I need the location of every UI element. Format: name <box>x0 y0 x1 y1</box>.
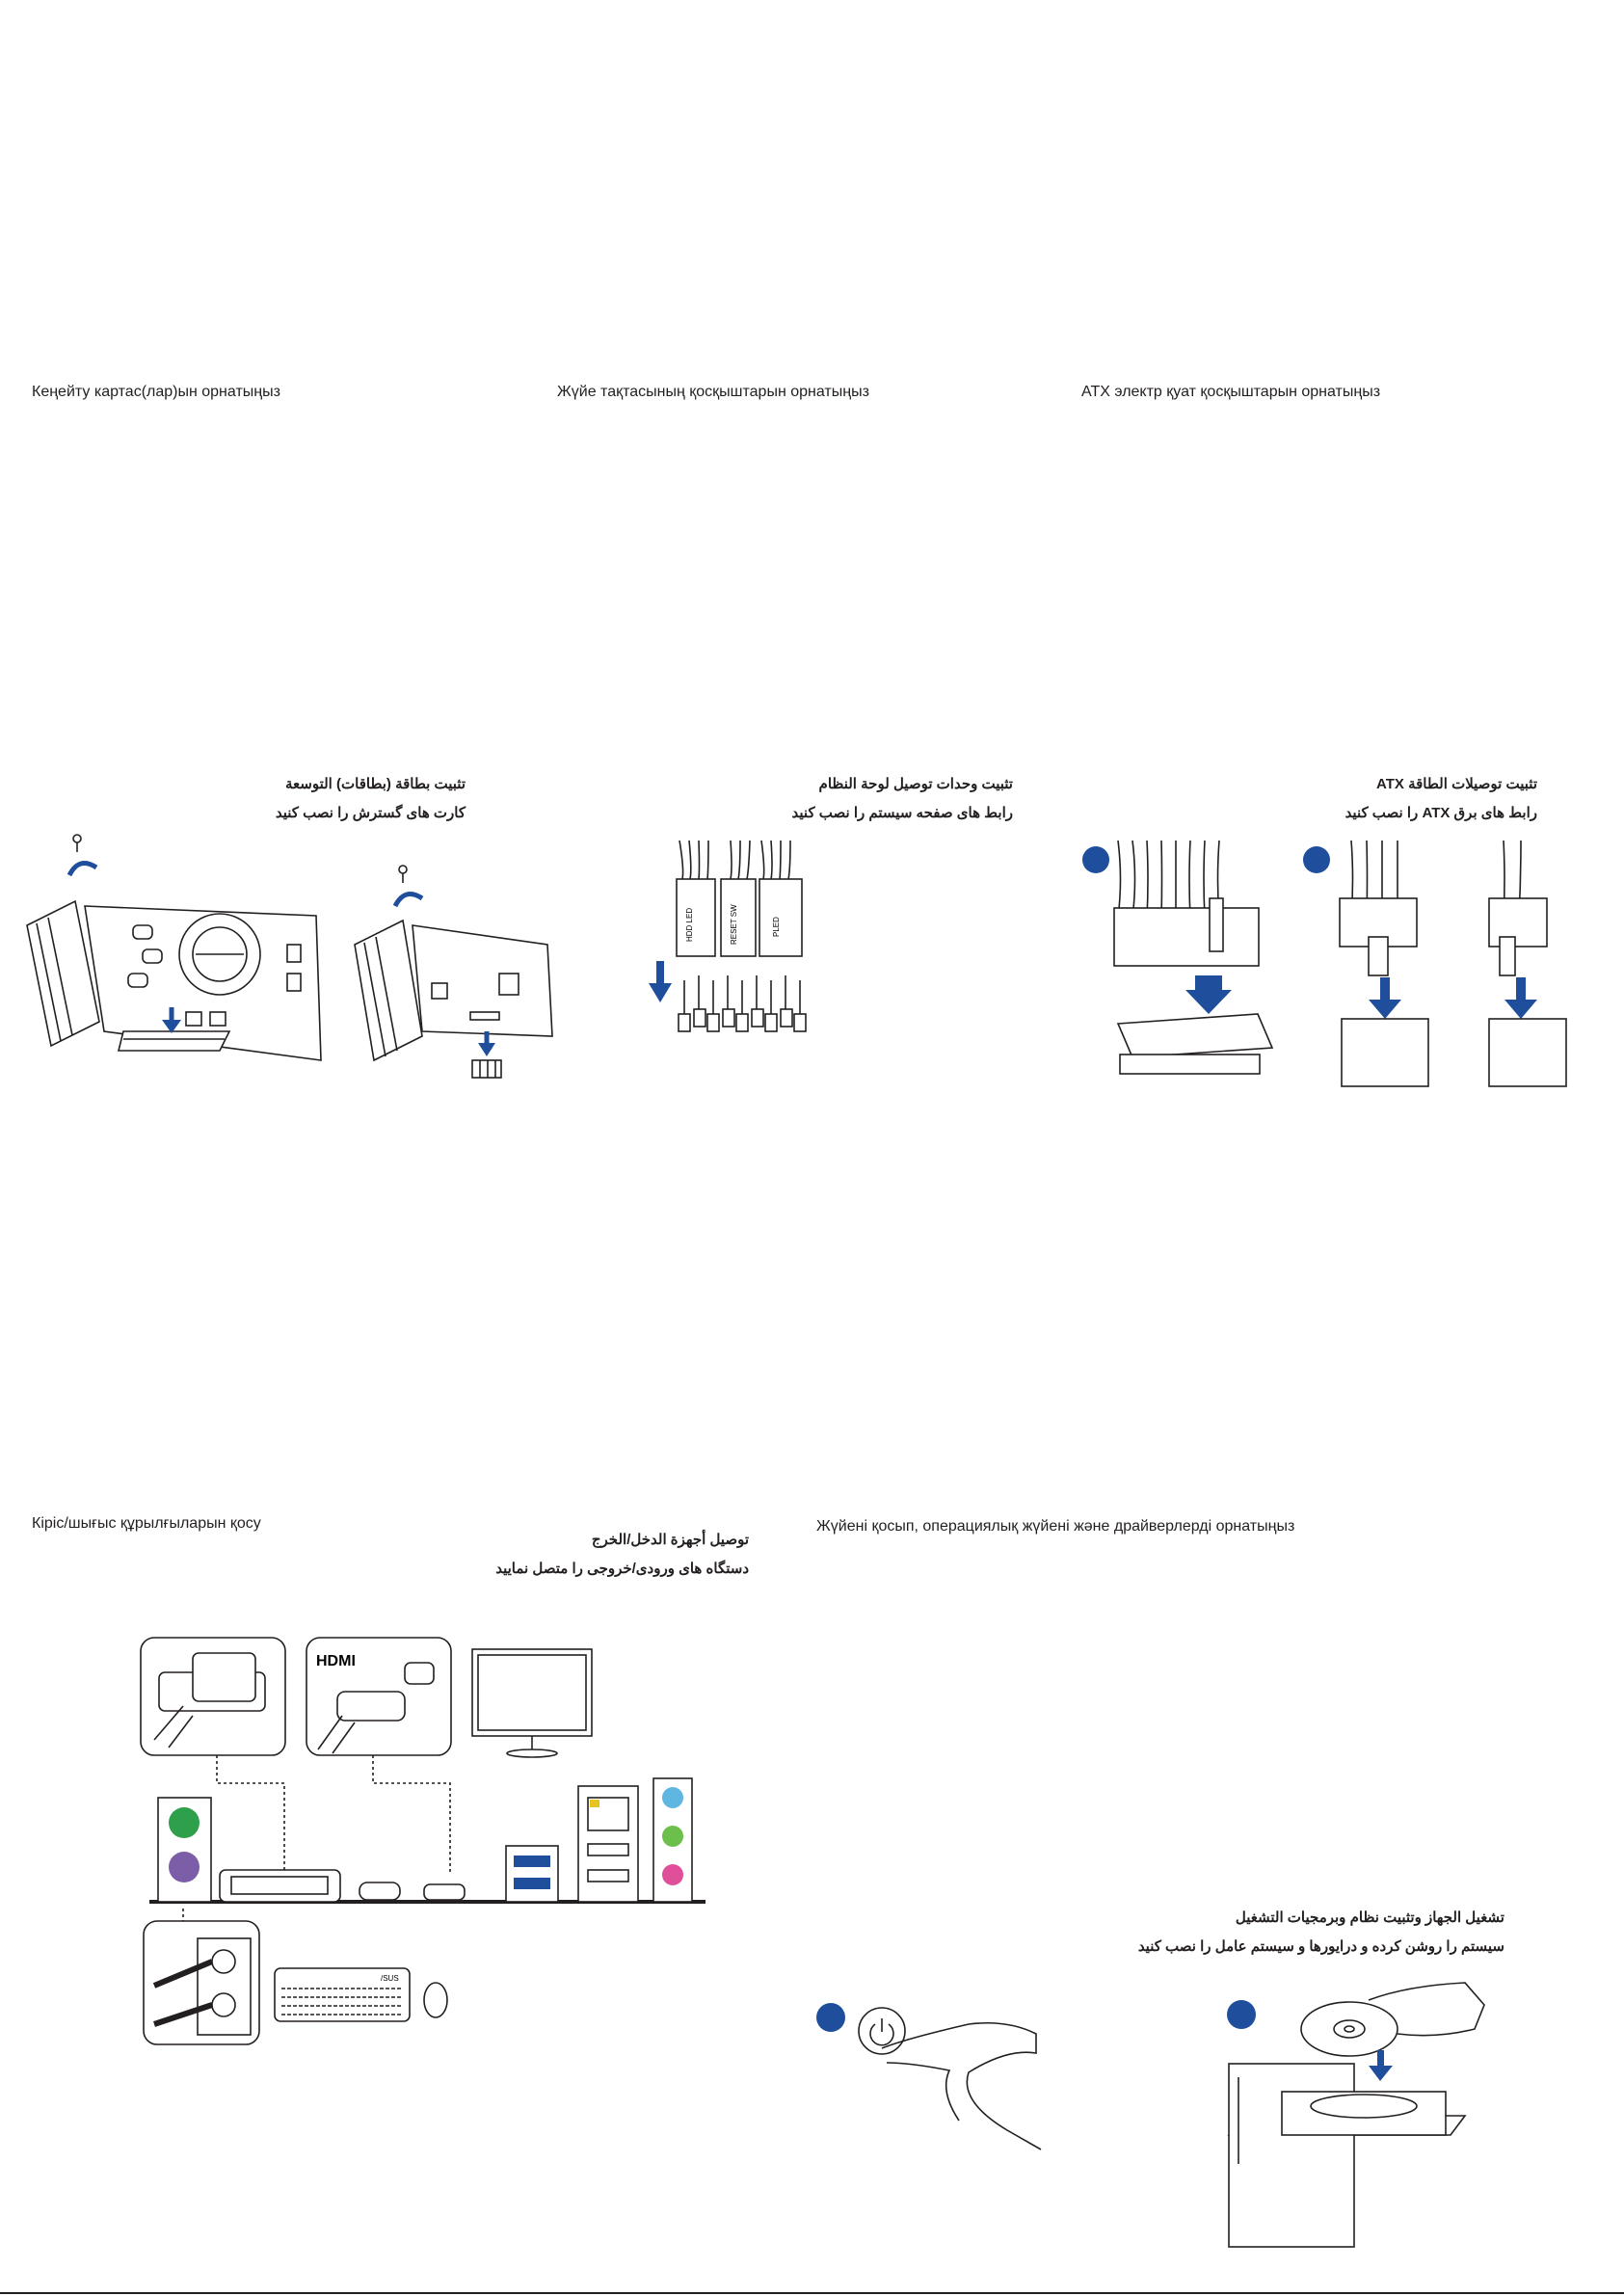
ps2-ports <box>157 1797 212 1903</box>
step-2-badge <box>1227 2000 1256 2029</box>
atx-4pin-connector <box>1488 840 1567 1087</box>
power-icon <box>869 2023 894 2046</box>
optical-drive-icon <box>1227 2063 1467 2248</box>
panel-ar-title: تثبيت وحدات توصيل لوحة النظام <box>818 776 1013 792</box>
atx-kz-title: ATX электр қуат қосқыштарын орнатыңыз <box>1081 384 1381 400</box>
usb3-ports <box>505 1845 559 1903</box>
monitor-icon <box>471 1648 593 1758</box>
expansion-fa-title: کارت های گسترش را نصب کنید <box>275 805 466 821</box>
power-kz-title: Жүйені қосып, операциялық жүйені және др… <box>816 1518 1295 1535</box>
reset-sw-label: RESET SW <box>730 904 738 945</box>
step-1-badge <box>816 2003 845 2032</box>
hdd-led-label: HDD LED <box>685 908 694 942</box>
keyboard-brand: /SUS <box>381 1974 399 1983</box>
atx-power-illustration <box>1082 840 1567 1087</box>
pled-label: PLED <box>772 917 781 937</box>
io-connection-illustration: HDMI <box>140 1637 706 2045</box>
hand <box>1368 1982 1485 2037</box>
small-expansion-card-illustration <box>354 865 553 1079</box>
atx-24pin-connector <box>1113 840 1274 1075</box>
expansion-ar-title: تثبيت بطاقة (بطاقات) التوسعة <box>284 776 466 792</box>
panel-kz-title: Жүйе тақтасының қосқыштарын орнатыңыз <box>557 384 869 400</box>
atx-fa-title: رابط های برق ATX را نصب کنید <box>1344 805 1537 821</box>
disc-icon <box>1300 2001 1398 2057</box>
hdmi-port <box>423 1883 466 1901</box>
lan-usb-ports <box>577 1785 639 1903</box>
down-arrow-icon <box>1377 2050 1384 2069</box>
reset-sw-connector <box>720 878 757 957</box>
keyboard-icon: /SUS <box>274 1967 411 2022</box>
page-bottom-rule <box>0 2292 1624 2294</box>
graphics-card-illustration <box>26 834 322 1061</box>
mouse-icon <box>423 1982 448 2018</box>
power-ar-title: تشغيل الجهاز وتثبيت نظام وبرمجيات التشغي… <box>1235 1909 1504 1926</box>
panel-fa-title: رابط های صفحه سیستم را نصب کنید <box>791 805 1013 821</box>
power-button-illustration <box>816 2003 1042 2150</box>
io-ar-title: توصيل أجهزة الدخل/الخرج <box>591 1532 749 1548</box>
expansion-card-illustration <box>26 834 553 1079</box>
hdmi-logo: HDMI <box>316 1653 356 1669</box>
displayport-port <box>359 1882 401 1901</box>
dvi-port <box>219 1869 341 1903</box>
audio-jacks <box>652 1777 693 1903</box>
atx-ar-title: تثبيت توصيلات الطاقة ATX <box>1376 776 1537 792</box>
hdd-led-connector <box>676 878 716 957</box>
front-panel-cables <box>679 840 791 880</box>
down-arrow-icon <box>656 961 664 988</box>
pin-header <box>678 975 807 1032</box>
expansion-kz-title: Кеңейту картас(лар)ын орнатыңыз <box>32 384 280 400</box>
eps-8pin-connector <box>1339 840 1429 1087</box>
install-os-illustration <box>1227 1982 1485 2248</box>
panel-header-illustration: HDD LED RESET SW PLED <box>649 840 807 1032</box>
io-kz-title: Кіріс/шығыс құрылғыларын қосу <box>32 1515 261 1532</box>
finger <box>881 2021 1042 2150</box>
power-fa-title: سیستم را روشن کرده و درایورها و سیستم عا… <box>1137 1938 1504 1955</box>
pled-connector <box>759 878 803 957</box>
step-1-badge <box>1082 846 1109 873</box>
io-fa-title: دستگاه های ورودی/خروجی را متصل نمایید <box>495 1561 749 1577</box>
step-2-badge <box>1303 846 1330 873</box>
